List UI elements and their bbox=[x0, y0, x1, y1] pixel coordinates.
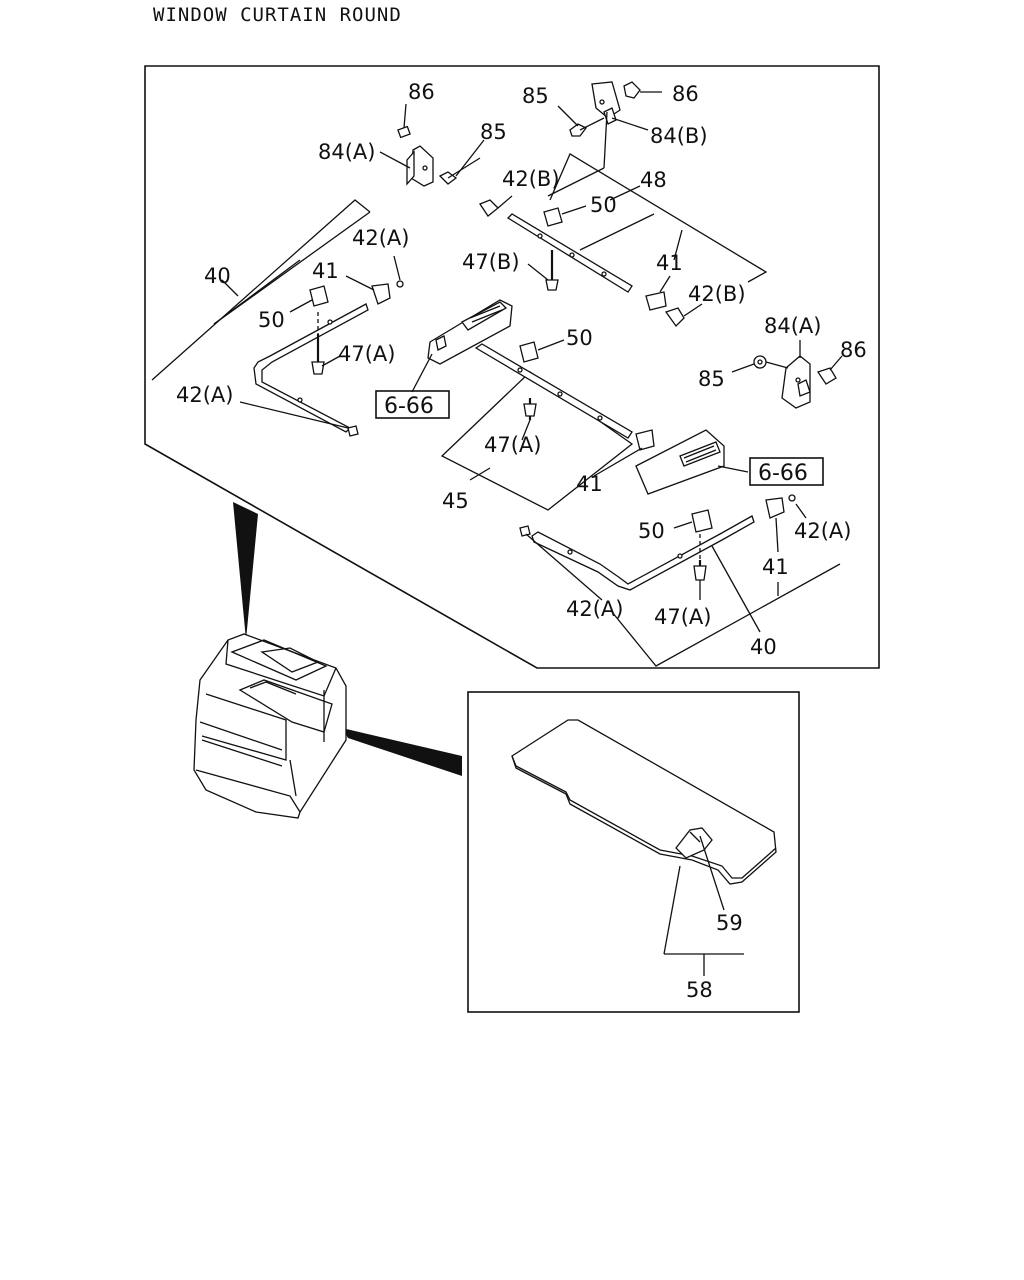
callout-58: 58 bbox=[686, 978, 713, 1002]
leader bbox=[603, 111, 608, 169]
callout-85: 85 bbox=[522, 84, 549, 108]
leader bbox=[609, 185, 641, 201]
callout-50: 50 bbox=[258, 308, 285, 332]
callout-84b: 84(B) bbox=[650, 124, 708, 148]
pointer-wedge-upper bbox=[233, 502, 258, 640]
leader bbox=[557, 105, 579, 127]
screw-47b bbox=[527, 250, 559, 291]
leader bbox=[403, 103, 407, 129]
sun-visor bbox=[511, 719, 777, 976]
bracket-84a-lower bbox=[731, 340, 843, 409]
callout-47a: 47(A) bbox=[338, 342, 395, 366]
fastener-41-center bbox=[593, 429, 655, 477]
bracket-50-upper bbox=[543, 205, 587, 227]
bracket-50-left bbox=[289, 285, 329, 313]
callout-41: 41 bbox=[656, 251, 683, 275]
group-bracket-48 bbox=[549, 153, 768, 283]
leader bbox=[469, 467, 491, 481]
leader bbox=[673, 229, 683, 261]
callout-42a: 42(A) bbox=[352, 226, 409, 250]
callout-41: 41 bbox=[762, 555, 789, 579]
rail-45 bbox=[474, 343, 633, 439]
curtain-panel-left bbox=[411, 299, 513, 393]
bracket-84a-upper bbox=[397, 125, 481, 187]
exploded-view-frame bbox=[144, 65, 880, 669]
leader bbox=[379, 151, 411, 169]
callout-86: 86 bbox=[840, 338, 867, 362]
fastener-41-right bbox=[765, 497, 785, 553]
callout-84a: 84(A) bbox=[318, 140, 375, 164]
callout-84a: 84(A) bbox=[764, 314, 821, 338]
leader bbox=[221, 279, 239, 297]
ref-label: 6-66 bbox=[758, 461, 808, 486]
screw-47a-left bbox=[311, 312, 341, 375]
callout-86: 86 bbox=[408, 80, 435, 104]
ref-box-right[interactable]: 6-66 bbox=[749, 457, 824, 486]
leader bbox=[213, 211, 371, 325]
callout-48: 48 bbox=[640, 168, 667, 192]
callout-50: 50 bbox=[566, 326, 593, 350]
callout-50: 50 bbox=[638, 519, 665, 543]
callout-42b: 42(B) bbox=[502, 167, 560, 191]
callout-47a: 47(A) bbox=[484, 433, 541, 457]
callout-41: 41 bbox=[312, 259, 339, 283]
truck-cab bbox=[193, 633, 347, 819]
diagram-title: WINDOW CURTAIN ROUND bbox=[153, 4, 402, 26]
bracket-50-right bbox=[673, 509, 713, 533]
bracket-50-center bbox=[519, 339, 565, 363]
callout-85: 85 bbox=[698, 367, 725, 391]
callout-47b: 47(B) bbox=[462, 250, 520, 274]
callout-40: 40 bbox=[204, 264, 231, 288]
callout-42a: 42(A) bbox=[176, 383, 233, 407]
clip-42a-left-top bbox=[393, 255, 404, 288]
curtain-panel-right bbox=[635, 429, 749, 495]
callout-45: 45 bbox=[442, 489, 469, 513]
rail-40-right bbox=[531, 515, 755, 591]
callout-42a: 42(A) bbox=[794, 519, 851, 543]
callout-40: 40 bbox=[750, 635, 777, 659]
leader bbox=[611, 117, 649, 131]
callout-59: 59 bbox=[716, 911, 743, 935]
callout-41: 41 bbox=[576, 472, 603, 496]
leader bbox=[455, 139, 485, 177]
callout-42b: 42(B) bbox=[688, 282, 746, 306]
bracket-84b bbox=[569, 81, 641, 137]
leader bbox=[579, 213, 655, 251]
group-bracket-45 bbox=[440, 371, 634, 511]
fastener-41-upper bbox=[645, 275, 671, 311]
pointer-wedge-right bbox=[342, 728, 462, 776]
screw-47a-right bbox=[693, 534, 707, 600]
ref-label: 6-66 bbox=[384, 394, 434, 419]
leader bbox=[711, 545, 761, 633]
rail-48 bbox=[506, 213, 633, 293]
clip-42a-left-bottom bbox=[239, 401, 359, 437]
group-bracket-40-right bbox=[611, 563, 841, 667]
callout-47a: 47(A) bbox=[654, 605, 711, 629]
fastener-41-left bbox=[345, 275, 391, 305]
clip-42b-lower bbox=[664, 303, 703, 328]
ref-box-left[interactable]: 6-66 bbox=[375, 390, 450, 419]
clip-42b-upper bbox=[479, 195, 513, 217]
detail-inset-frame bbox=[467, 691, 800, 1013]
callout-85: 85 bbox=[480, 120, 507, 144]
callout-86: 86 bbox=[672, 82, 699, 106]
callout-50: 50 bbox=[590, 193, 617, 217]
leader bbox=[547, 167, 605, 197]
callout-42a: 42(A) bbox=[566, 597, 623, 621]
clip-42a-right-right bbox=[788, 494, 807, 519]
clip-42a-right-left bbox=[519, 525, 603, 601]
screw-47a-center bbox=[521, 398, 537, 441]
